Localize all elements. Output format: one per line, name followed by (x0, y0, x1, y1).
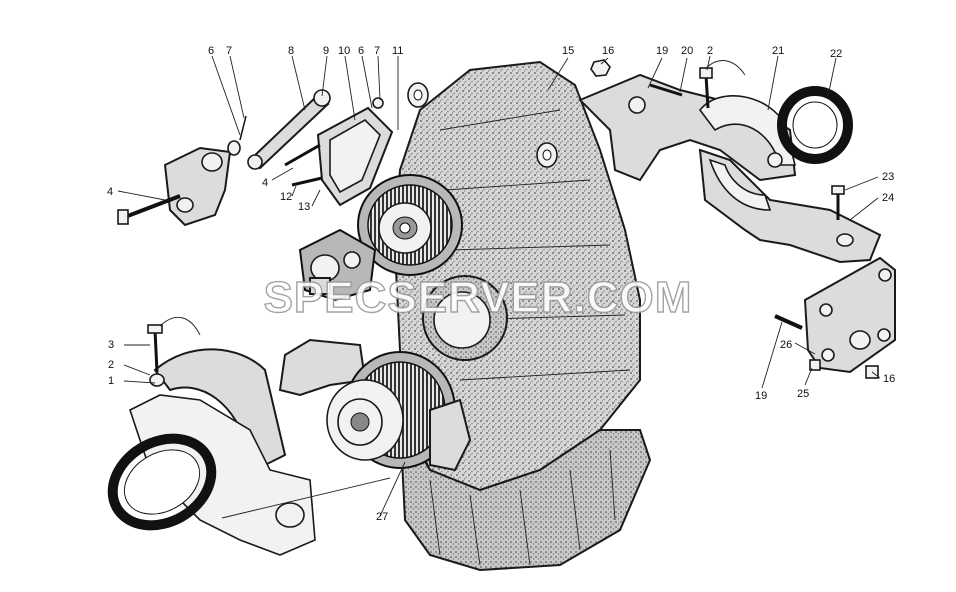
middle-cover (422, 275, 508, 361)
watermark-text: SPECSERVER.COM (264, 273, 693, 322)
callout-19-right: 19 (755, 390, 767, 402)
callout-19-top: 19 (656, 45, 668, 57)
callout-26: 26 (780, 339, 792, 351)
callout-10: 10 (338, 45, 350, 57)
callout-20: 20 (681, 45, 693, 57)
callout-6-top: 6 (208, 45, 214, 57)
callout-8: 8 (288, 45, 294, 57)
callout-4-left: 4 (107, 186, 113, 198)
gearbox-housing (393, 60, 652, 572)
left-mounting-bracket (117, 140, 241, 227)
callout-16-right: 16 (883, 373, 895, 385)
callout-23: 23 (882, 171, 894, 183)
callout-labels: 6 7 8 9 10 6 7 11 15 16 19 20 2 21 22 4 … (107, 45, 895, 523)
callout-7-top: 7 (226, 45, 232, 57)
valve-block (298, 228, 377, 302)
callout-12: 12 (280, 191, 292, 203)
callout-21: 21 (772, 45, 784, 57)
callout-11: 11 (392, 45, 403, 57)
callout-13: 13 (298, 201, 310, 213)
callout-22: 22 (830, 48, 842, 60)
callout-24: 24 (882, 192, 894, 204)
callout-16-top: 16 (602, 45, 614, 57)
lower-seal-ring (107, 433, 217, 531)
link-rod (239, 89, 331, 170)
output-flange-assembly (278, 338, 472, 472)
callout-15: 15 (562, 45, 574, 57)
callout-4-mid: 4 (262, 177, 268, 189)
cover-plate (284, 97, 394, 207)
callout-7-mid: 7 (374, 45, 380, 57)
callout-25: 25 (797, 388, 809, 400)
callout-3: 3 (108, 339, 114, 351)
callout-27: 27 (376, 511, 388, 523)
callout-1: 1 (108, 375, 114, 387)
leader-lines (117, 55, 881, 519)
right-trunnion-arm (578, 60, 882, 264)
callout-2-top: 2 (707, 45, 713, 57)
upper-seal-ring (777, 86, 853, 164)
callout-2-left: 2 (108, 359, 114, 371)
side-cover-plate (774, 256, 896, 379)
callout-9: 9 (323, 45, 329, 57)
nut-16-top (590, 59, 611, 77)
upper-flange-assembly (357, 174, 463, 276)
callout-6-mid: 6 (358, 45, 364, 57)
